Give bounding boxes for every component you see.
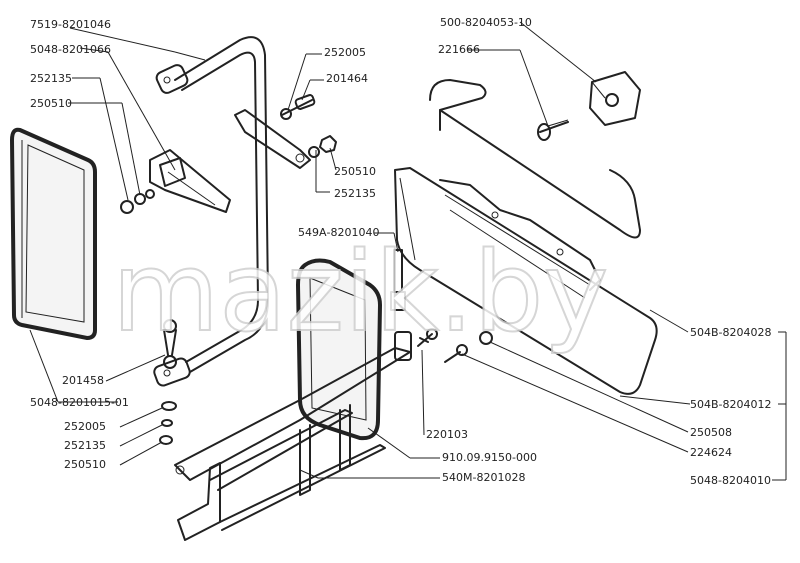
fasteners-left [120, 189, 177, 445]
visor-panel [394, 167, 658, 395]
mirror-arm-tube [153, 36, 269, 387]
part-label: 252135 [30, 72, 72, 85]
part-label: 250508 [690, 426, 732, 439]
part-label: 5048-8201066 [30, 43, 111, 56]
lower-mirror [295, 258, 383, 441]
wire-rod [429, 79, 641, 239]
part-label: 252135 [334, 187, 376, 200]
part-label: 224624 [690, 446, 732, 459]
part-label: 201458 [62, 374, 104, 387]
clamp-bracket [149, 149, 231, 213]
left-mirror [9, 127, 97, 341]
part-label: 220103 [426, 428, 468, 441]
clip-nut [589, 71, 641, 126]
part-label: 5048-8201015-01 [30, 396, 129, 409]
part-label: 504В-8204012 [690, 398, 772, 411]
base-bracket [174, 331, 412, 541]
part-label: 504В-8204028 [690, 326, 772, 339]
part-label: 7519-8201046 [30, 18, 111, 31]
part-label: 252135 [64, 439, 106, 452]
watermark: mazik.by [112, 228, 608, 356]
part-label: 500-8204053-10 [440, 16, 532, 29]
part-label: 250510 [334, 165, 376, 178]
part-label: 252005 [324, 46, 366, 59]
part-label: 221666 [438, 43, 480, 56]
part-label: 250510 [30, 97, 72, 110]
part-label: 252005 [64, 420, 106, 433]
small-bolts [417, 328, 493, 363]
part-label: 250510 [64, 458, 106, 471]
screw [537, 119, 569, 141]
part-label: 540М-8201028 [442, 471, 525, 484]
leader-lines [29, 21, 787, 481]
part-label: 910.09.9150-000 [442, 451, 537, 464]
part-labels: 7519-8201046 5048-8201066 252135 250510 … [30, 16, 772, 487]
part-label: 549А-8201040 [298, 226, 379, 239]
part-label: 5048-8204010 [690, 474, 771, 487]
hinge-bracket [234, 94, 337, 169]
part-label: 201464 [326, 72, 368, 85]
